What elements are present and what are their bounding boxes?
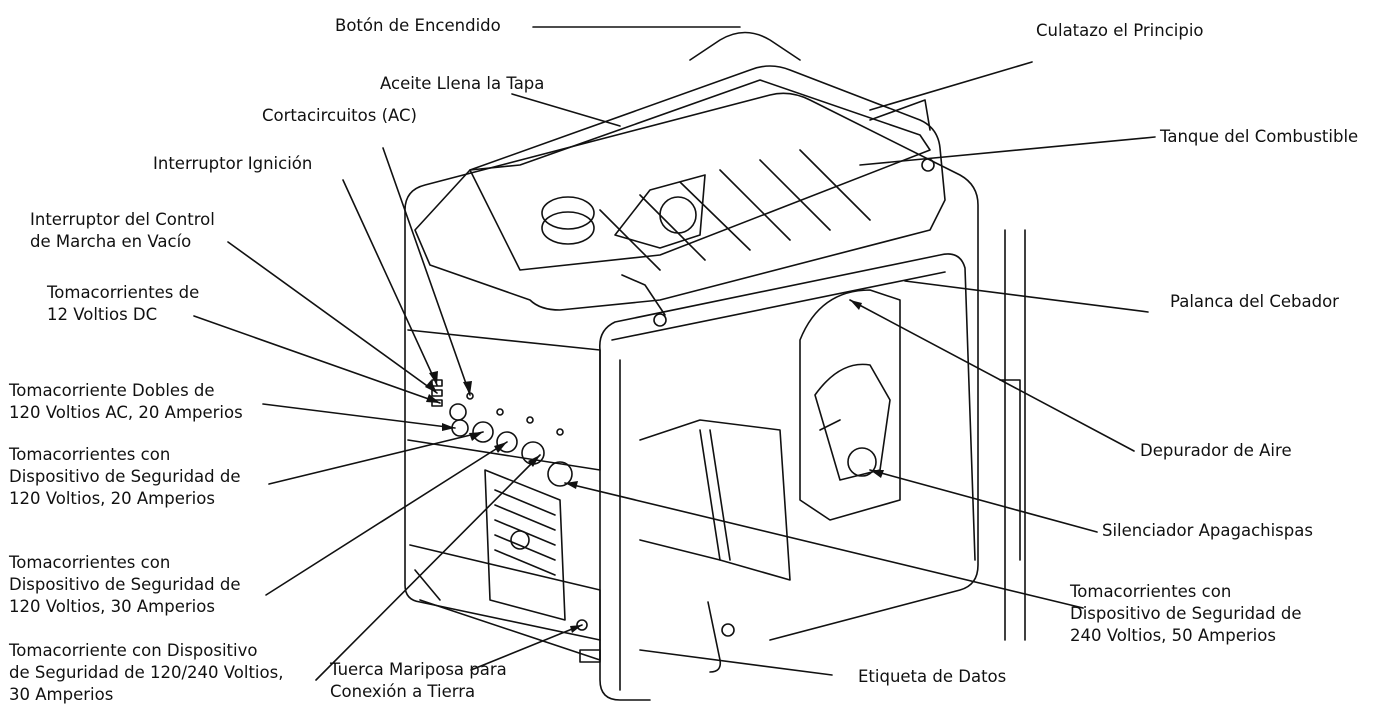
tank-bolt-right xyxy=(921,158,935,172)
frame-foot-right xyxy=(707,601,722,673)
fuel-tank-top xyxy=(469,79,931,271)
arrow-toma-120-30 xyxy=(494,442,507,453)
recoil-handle xyxy=(819,419,841,431)
fuel-cap-base xyxy=(541,211,595,245)
frame-front xyxy=(598,253,976,701)
label-cortacircuitos: Cortacircuitos (AC) xyxy=(262,106,417,125)
panel-switch-2 xyxy=(431,389,443,397)
label-aceite: Aceite Llena la Tapa xyxy=(380,74,545,93)
label-toma-120-240: Tomacorriente con Dispositivo de Segurid… xyxy=(9,641,284,704)
data-tag-plate xyxy=(579,649,601,663)
fuel-cap xyxy=(541,196,595,230)
oil-cap xyxy=(659,196,697,234)
leader-lines xyxy=(193,26,1156,681)
label-toma-120-20: Tomacorrientes con Dispositivo de Seguri… xyxy=(9,445,241,508)
arrow-interruptor-ignicion xyxy=(429,371,438,385)
fuel-tank xyxy=(414,65,946,311)
label-depurador: Depurador de Aire xyxy=(1140,441,1292,460)
frame-bolt xyxy=(721,623,735,637)
arrow-toma-12v xyxy=(426,394,440,403)
label-tanque: Tanque del Combustible xyxy=(1160,127,1359,146)
leader-toma-120-30 xyxy=(265,441,508,596)
label-toma-dobles: Tomacorriente Dobles de 120 Voltios AC, … xyxy=(9,381,243,422)
label-palanca-cebador: Palanca del Cebador xyxy=(1170,292,1339,311)
center-bracket xyxy=(639,419,791,581)
locking-outlet-4 xyxy=(547,461,573,487)
side-pipe xyxy=(1004,229,1026,641)
arrow-toma-240-50 xyxy=(565,481,578,489)
leader-tuerca xyxy=(470,624,583,671)
tank-clip xyxy=(621,274,666,316)
leader-toma-12v xyxy=(193,315,441,404)
leader-silenciador xyxy=(869,469,1098,533)
tank-handle xyxy=(869,99,931,131)
label-tuerca: Tuerca Mariposa para Conexión a Tierra xyxy=(330,660,507,701)
leader-palanca-cebador xyxy=(904,280,1149,313)
label-interruptor-control: Interruptor del Control de Marcha en Vac… xyxy=(30,210,215,251)
leader-toma-120-20 xyxy=(268,431,484,485)
base-plate xyxy=(409,544,601,661)
leader-culatazo xyxy=(869,61,1033,111)
leader-toma-dobles xyxy=(262,403,456,429)
label-silenciador: Silenciador Apagachispas xyxy=(1102,521,1313,540)
leader-depurador xyxy=(849,299,1135,452)
tank-bolt-left xyxy=(653,313,667,327)
ground-wing-nut xyxy=(576,619,588,631)
arrow-toma-120-20 xyxy=(469,432,483,441)
locking-outlet-1 xyxy=(472,421,494,443)
breaker-2 xyxy=(496,408,504,416)
engine xyxy=(799,289,901,521)
arrow-silenciador xyxy=(870,470,884,478)
label-culatazo: Culatazo el Principio xyxy=(1036,21,1204,40)
breaker-4 xyxy=(556,428,564,436)
arrow-toma-dobles xyxy=(442,423,455,431)
leader-toma-240-50 xyxy=(564,482,1084,609)
dc-outlet xyxy=(449,403,467,421)
air-cleaner xyxy=(814,363,891,481)
side-hose xyxy=(999,379,1021,561)
frame-rear xyxy=(404,92,979,641)
breaker-3 xyxy=(526,416,534,424)
tank-ribs xyxy=(599,149,871,271)
arrow-interruptor-control xyxy=(425,380,437,393)
leader-toma-120-240 xyxy=(315,454,541,681)
label-etiqueta: Etiqueta de Datos xyxy=(858,667,1007,686)
leader-interruptor-ignicion xyxy=(342,179,438,386)
leader-aceite xyxy=(511,93,621,127)
leader-cortacircuitos xyxy=(382,147,471,396)
label-interruptor-ignicion: Interruptor Ignición xyxy=(153,154,313,173)
alternator-panel xyxy=(484,469,566,621)
arrow-toma-120-240 xyxy=(528,455,540,467)
bracket-comb xyxy=(699,429,731,561)
label-toma-12v: Tomacorrientes de 12 Voltios DC xyxy=(47,283,200,324)
oil-cap-housing xyxy=(614,174,706,249)
leader-interruptor-control xyxy=(227,241,438,394)
alternator-bolt xyxy=(510,530,530,550)
control-panel xyxy=(407,329,601,471)
muffler-guard xyxy=(847,447,877,477)
label-boton-encendido: Botón de Encendido xyxy=(335,16,501,35)
leader-tanque xyxy=(859,136,1156,166)
arrow-depurador xyxy=(850,300,862,310)
frame-foot-left xyxy=(414,569,441,601)
arrow-tuerca xyxy=(570,625,582,633)
arrow-cortacircuitos xyxy=(463,381,472,395)
leader-etiqueta xyxy=(639,649,833,676)
tank-strap xyxy=(689,31,801,61)
locking-outlet-2 xyxy=(496,431,518,453)
panel-switch-3 xyxy=(431,399,443,407)
label-toma-240-50: Tomacorrientes con Dispositivo de Seguri… xyxy=(1070,582,1302,645)
arrowheads xyxy=(425,300,884,633)
frame-inner xyxy=(611,271,946,691)
label-toma-120-30: Tomacorrientes con Dispositivo de Seguri… xyxy=(9,553,241,616)
